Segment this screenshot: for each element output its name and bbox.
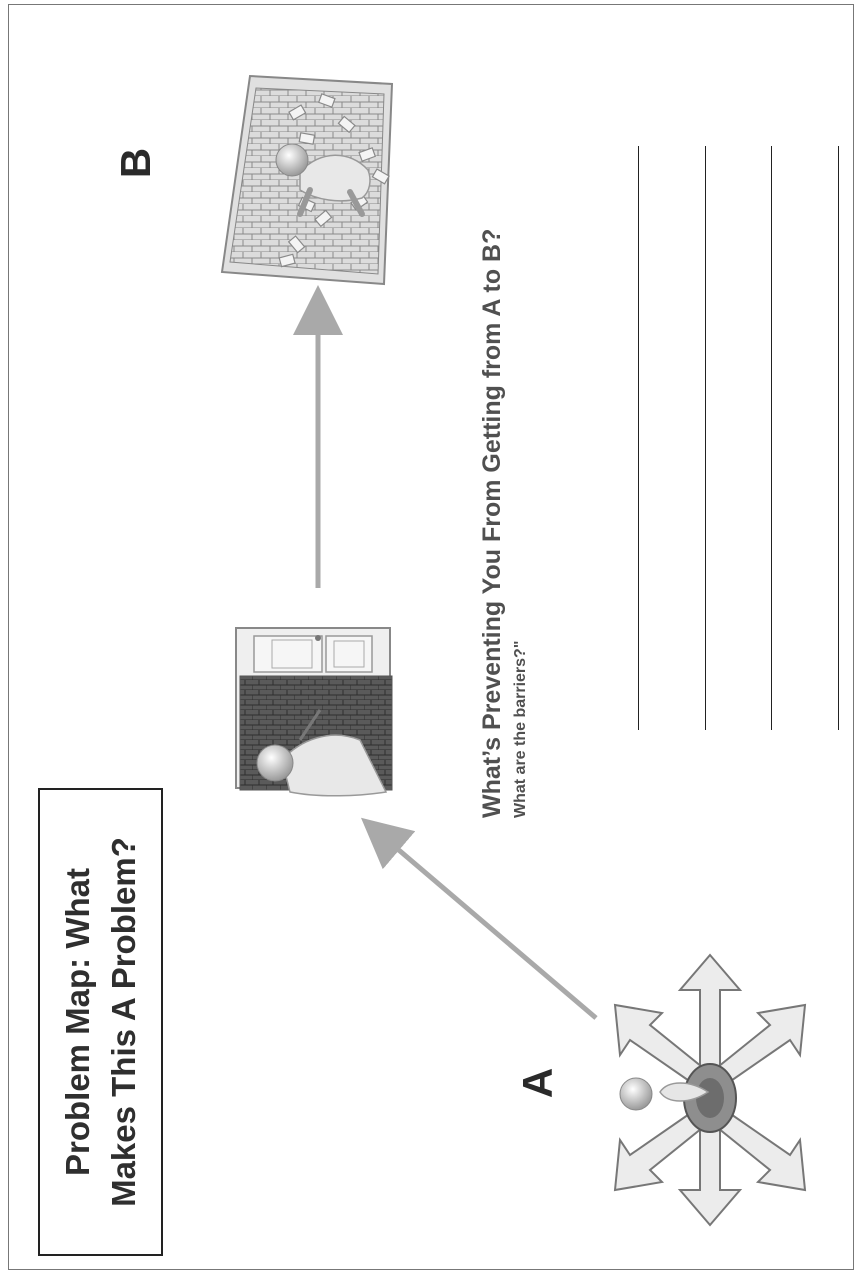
figure-at-crossroads-arrows-icon <box>615 955 805 1225</box>
arrow-a-to-middle <box>380 834 596 1018</box>
figure-breaking-through-brick-wall-icon <box>222 76 392 284</box>
figure-breaking-brick-wall-with-door-icon <box>236 628 392 796</box>
